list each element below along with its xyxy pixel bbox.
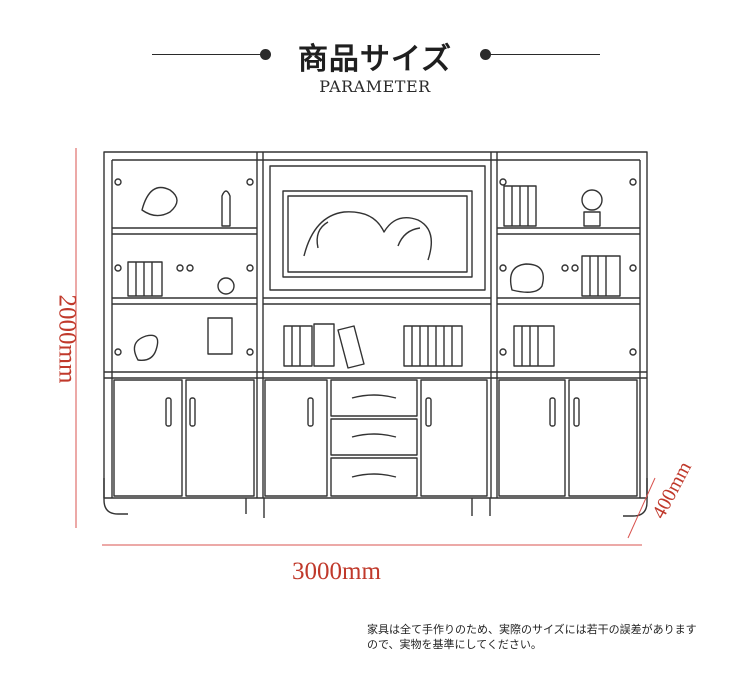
header-dot-left [260,49,271,60]
parameter-header: 商品サイズ PARAMETER [0,0,750,110]
handmade-notice: 家具は全て手作りのため、実際のサイズには若干の誤差がありますので、実物を基準にし… [367,623,697,651]
horse-painting [282,190,473,278]
header-dot-right [480,49,491,60]
center-panel [269,165,486,291]
header-line-right [488,54,600,55]
page-subtitle: PARAMETER [319,77,431,96]
width-label: 3000mm [292,558,381,585]
height-label: 2000mm [53,294,81,384]
page-title: 商品サイズ [297,42,453,77]
cabinet-outline [103,151,648,499]
header-line-left [152,54,264,55]
depth-dimension-line [627,477,656,539]
dimension-lines [75,148,656,546]
